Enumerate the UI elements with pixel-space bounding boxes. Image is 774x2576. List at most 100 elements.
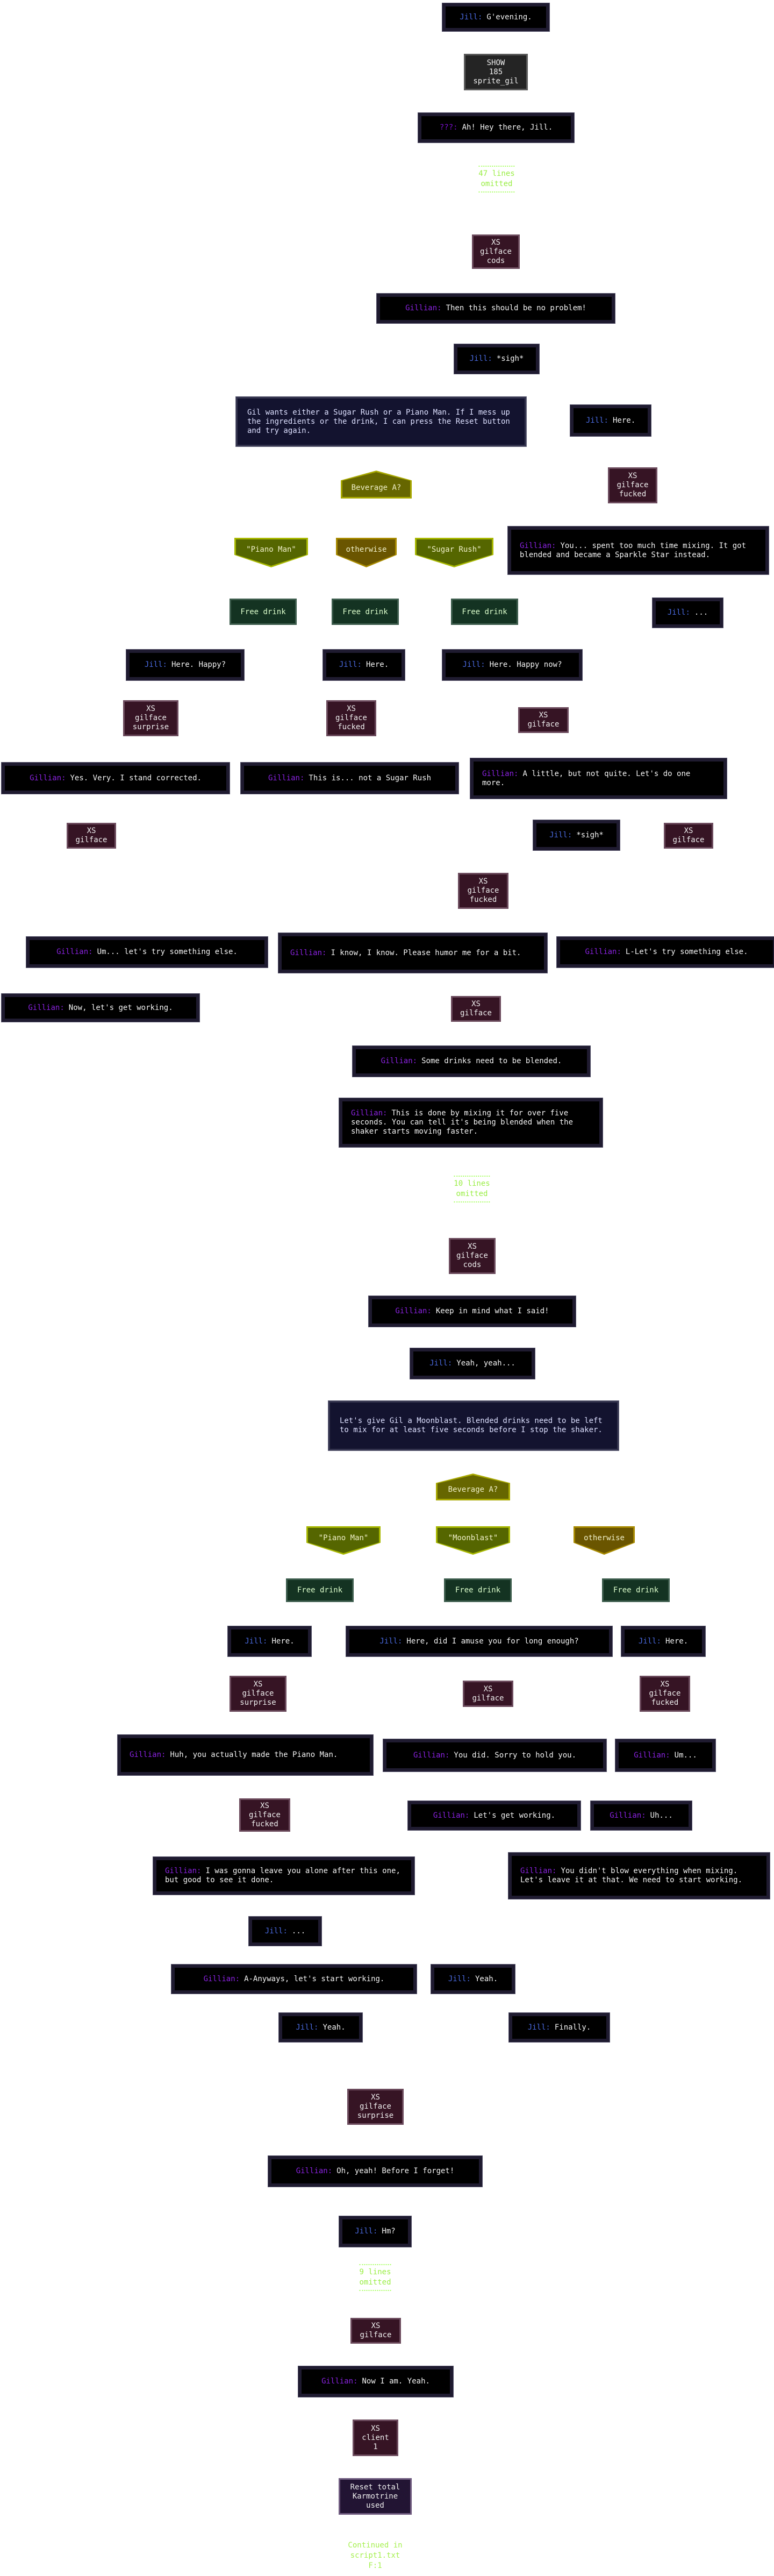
dialogue-node: Gillian:Um... [615, 1739, 716, 1772]
dialogue-node: Gillian:Some drinks need to be blended. [352, 1045, 591, 1077]
decision-label: Beverage A? [351, 483, 402, 492]
dialogue-text: *sigh* [496, 354, 524, 363]
dialogue-text: G'evening. [486, 12, 532, 22]
dialogue-text: Huh, you actually made the Piano Man. [170, 1750, 338, 1759]
expression-node: XS gilface surprise [123, 700, 178, 736]
omitted-lines-note: 47 lines omitted [478, 166, 515, 193]
dialogue-node: Gillian:L-Let's try something else. [556, 936, 774, 968]
expression-node: XS gilface surprise [347, 2089, 404, 2125]
dialogue-text: Um... let's try something else. [97, 948, 238, 956]
free-drink-node: Free drink [444, 1578, 512, 1602]
speaker-gillian: Gillian: [30, 773, 66, 782]
continuation-note: Continued in script1.txt F:1 [348, 2541, 403, 2570]
dialogue-node: Gillian:A little, but not quite. Let's d… [470, 758, 727, 799]
dialogue-text: Then this should be no problem! [446, 304, 586, 312]
narration-node: Gil wants either a Sugar Rush or a Piano… [235, 396, 527, 447]
speaker-jill: Jill: [549, 830, 572, 839]
branch-node: "Piano Man" [234, 538, 308, 567]
speaker-jill: Jill: [245, 1636, 268, 1646]
decision-label: Beverage A? [448, 1485, 498, 1494]
narration-node: Let's give Gil a Moonblast. Blended drin… [328, 1400, 619, 1451]
dialogue-node: Gillian: Yes. Very. I stand corrected. [1, 762, 230, 794]
dialogue-text: Here. [271, 1636, 295, 1646]
dialogue-text: Here. Happy now? [489, 660, 562, 669]
dialogue-text: Here. Happy? [171, 660, 226, 669]
speaker-gillian: Gillian: [351, 1109, 388, 1118]
dialogue-text: Here, did I amuse you for long enough? [406, 1636, 579, 1646]
expression-node: XS gilface [451, 996, 501, 1022]
dialogue-text: Yes. Very. I stand corrected. [70, 773, 202, 782]
dialogue-node: Gillian:I was gonna leave you alone afte… [153, 1856, 415, 1895]
expression-node: XS gilface fucked [640, 1676, 690, 1712]
dialogue-node: Jill:*sigh* [533, 820, 620, 851]
speaker-gillian: Gillian: [56, 948, 93, 956]
dialogue-text: Let's get working. [474, 1811, 556, 1820]
speaker-jill: Jill: [462, 660, 485, 669]
speaker-gillian: Gillian: [381, 1057, 418, 1065]
branch-label: "Moonblast" [448, 1534, 498, 1542]
speaker-jill: Jill: [296, 2023, 319, 2032]
branch-node: otherwise [336, 538, 397, 567]
dialogue-text: Uh... [650, 1811, 673, 1820]
omitted-lines-note: 10 lines omitted [454, 1176, 490, 1202]
expression-node: XS gilface fucked [608, 467, 657, 503]
branch-label: otherwise [346, 545, 387, 554]
branch-label: "Sugar Rush" [427, 545, 482, 554]
speaker-jill: Jill: [585, 416, 608, 425]
speaker-gillian: Gillian: [634, 1750, 670, 1760]
dialogue-node: Jill:G'evening. [442, 3, 550, 32]
free-drink-node: Free drink [230, 599, 297, 625]
dialogue-text: Finally. [554, 2023, 591, 2032]
dialogue-text: Here. [665, 1636, 689, 1646]
dialogue-text: Yeah, yeah... [456, 1359, 515, 1368]
branch-node: otherwise [574, 1526, 635, 1555]
speaker-jill: Jill: [638, 1636, 661, 1646]
dialogue-text: You did. Sorry to hold you. [454, 1750, 576, 1760]
dialogue-text: ... [694, 608, 708, 617]
expression-node: XS gilface [67, 823, 116, 849]
dialogue-node: Gillian: This is... not a Sugar Rush [240, 762, 459, 794]
dialogue-text: Now I am. Yeah. [362, 2377, 430, 2386]
dialogue-node: Gillian: You did. Sorry to hold you. [383, 1739, 607, 1772]
dialogue-text: Some drinks need to be blended. [421, 1057, 562, 1065]
dialogue-text: Keep in mind what I said! [435, 1307, 549, 1315]
speaker-gillian: Gillian: [413, 1750, 450, 1760]
dialogue-node: Gillian:Let's get working. [407, 1801, 581, 1831]
dialogue-node: Gillian: Huh, you actually made the Piano… [117, 1734, 374, 1776]
speaker-jill: Jill: [667, 608, 690, 617]
dialogue-node: Jill:... [248, 1916, 322, 1946]
expression-node: XS gilface [463, 1681, 513, 1707]
branch-node: "Moonblast" [436, 1526, 510, 1555]
dialogue-node: Gillian:You... spent too much time mixin… [507, 526, 769, 575]
speaker-gillian: Gillian: [520, 1867, 557, 1875]
speaker-jill: Jill: [264, 1926, 288, 1935]
branch-label: otherwise [584, 1534, 625, 1542]
decision-node: Beverage A? [341, 471, 412, 499]
dialogue-text: Yeah. [322, 2023, 346, 2032]
speaker-gillian: Gillian: [405, 304, 442, 312]
dialogue-node: Gillian:This is done by mixing it for ov… [339, 1098, 603, 1148]
dialogue-node: Gillian:You didn't blow everything when … [508, 1852, 770, 1899]
dialogue-text: Hm? [382, 2227, 396, 2236]
branch-label: "Piano Man" [318, 1534, 369, 1542]
dialogue-node: Jill:Here. [570, 404, 651, 437]
speaker-gillian: Gillian: [165, 1867, 202, 1875]
dialogue-node: Jill:Here, did I amuse you for long enou… [346, 1626, 613, 1657]
dialogue-text: You didn't blow everything when mixing. … [520, 1867, 743, 1884]
speaker-gillian: Gillian: [268, 773, 305, 782]
speaker-jill: Jill: [355, 2227, 378, 2236]
free-drink-node: Free drink [451, 599, 518, 625]
branch-node: "Sugar Rush" [415, 538, 493, 567]
dialogue-text: ... [291, 1926, 306, 1935]
speaker-jill: Jill: [527, 2023, 550, 2032]
speaker-jill: Jill: [379, 1636, 403, 1646]
dialogue-node: ???:Ah! Hey there, Jill. [418, 112, 575, 143]
speaker-jill: Jill: [429, 1359, 453, 1368]
speaker-gillian: Gillian: [130, 1750, 166, 1759]
dialogue-node: Jill: Hm? [339, 2216, 412, 2247]
dialogue-text: I was gonna leave you alone after this o… [165, 1867, 400, 1884]
dialogue-text: This is... not a Sugar Rush [309, 773, 431, 782]
dialogue-node: Gillian:I know, I know. Please humor me … [278, 933, 548, 973]
speaker-jill: Jill: [469, 354, 492, 363]
free-drink-node: Free drink [602, 1578, 670, 1602]
